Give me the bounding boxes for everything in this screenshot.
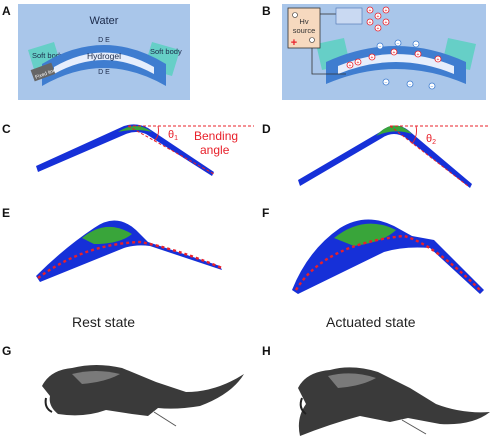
actuated-midline — [294, 234, 483, 293]
bending-angle-line2: angle — [200, 143, 230, 157]
de-bottom-label: D E — [98, 69, 110, 76]
rest-wing-core — [82, 226, 132, 244]
actuated-wing-core — [334, 223, 396, 246]
soft-body-right-label: Soft body — [150, 47, 182, 56]
manta-actuated-body — [298, 367, 490, 436]
svg-text:+: + — [385, 20, 388, 26]
svg-text:+: + — [377, 26, 380, 32]
theta-1-label: θ1 — [168, 129, 178, 142]
rest-wing-shape — [36, 220, 222, 282]
wire-bottom — [311, 48, 346, 75]
caption-rest-state: Rest state — [72, 314, 136, 330]
caption-actuated-state: Actuated state — [326, 314, 416, 330]
soft-body-left-label: Soft body — [32, 51, 64, 60]
panel-d-simulation: θ2 — [298, 125, 488, 188]
charge-reservoir — [335, 7, 363, 25]
svg-text:+: + — [377, 14, 380, 20]
source-terminal-bottom — [309, 37, 315, 43]
panel-label-b: B — [262, 4, 271, 18]
panel-label-d: D — [262, 122, 271, 136]
manta-rest-tail — [153, 411, 177, 427]
water-label: Water — [90, 15, 119, 27]
svg-text:+: + — [369, 8, 372, 14]
svg-text:−: − — [409, 82, 412, 88]
angle-arc-d — [411, 125, 417, 145]
de-top-label: D E — [98, 37, 110, 44]
svg-text:+: + — [385, 8, 388, 14]
rest-body-hump — [118, 126, 152, 132]
panel-b-diagram: + + + + + + − − − − − − Hv source + + + … — [282, 4, 486, 100]
bend-line-d — [389, 125, 469, 187]
panel-label-g: G — [2, 344, 12, 358]
svg-text:+: + — [357, 60, 360, 66]
panel-f-simulation — [292, 219, 484, 294]
reservoir-charges: + + + + + + — [366, 6, 390, 32]
svg-text:+: + — [437, 57, 440, 63]
panel-h-manta-photo — [298, 367, 490, 436]
panel-a-diagram: Water Soft body Soft body D E Hydrogel D… — [18, 4, 190, 100]
svg-text:−: − — [397, 41, 400, 47]
svg-text:−: − — [385, 80, 388, 86]
source-label-line1: Hv — [299, 17, 308, 26]
manta-actuated-tail — [401, 419, 427, 435]
source-terminal-top — [292, 12, 298, 18]
fixed-block — [30, 62, 56, 82]
svg-text:+: + — [417, 52, 420, 58]
manta-actuated-fin — [299, 397, 307, 415]
svg-text:+: + — [349, 63, 352, 69]
rest-body-shape — [36, 124, 214, 176]
actuated-body-hump — [376, 125, 412, 136]
rest-midline — [37, 240, 223, 279]
bend-line — [127, 125, 215, 175]
bending-angle-line1: Bending — [194, 129, 238, 143]
panel-c-simulation: θ1 Bending angle — [36, 124, 254, 176]
hydrogel-core — [54, 52, 154, 74]
svg-text:+: + — [393, 50, 396, 56]
svg-text:−: − — [431, 84, 434, 90]
hydrogel-core-b — [338, 54, 454, 74]
panel-label-h: H — [262, 344, 271, 358]
panel-label-a: A — [2, 4, 11, 18]
panel-label-f: F — [262, 206, 270, 220]
panel-e-simulation — [36, 220, 223, 282]
svg-text:+: + — [369, 20, 372, 26]
manta-rest-highlight — [72, 371, 120, 384]
svg-text:−: − — [415, 42, 418, 48]
source-label-line2: source — [293, 26, 316, 35]
actuated-body-shape — [298, 125, 472, 188]
manta-rest-body — [42, 365, 244, 416]
manta-actuated-highlight — [328, 373, 376, 388]
angle-arc — [153, 125, 159, 142]
theta-2-label: θ2 — [426, 133, 436, 146]
plus-sign: + — [291, 37, 297, 49]
panel-g-manta-photo — [42, 365, 244, 427]
panel-label-c: C — [2, 122, 11, 136]
actuator-band-b — [326, 46, 466, 84]
actuator-band — [42, 45, 166, 86]
band-charges: + + + + + + − − − − − − — [346, 39, 442, 90]
panel-label-e: E — [2, 206, 11, 220]
hydrogel-label: Hydrogel — [87, 51, 121, 61]
manta-rest-fin — [44, 397, 53, 413]
svg-text:+: + — [371, 55, 374, 61]
svg-text:−: − — [379, 44, 382, 50]
